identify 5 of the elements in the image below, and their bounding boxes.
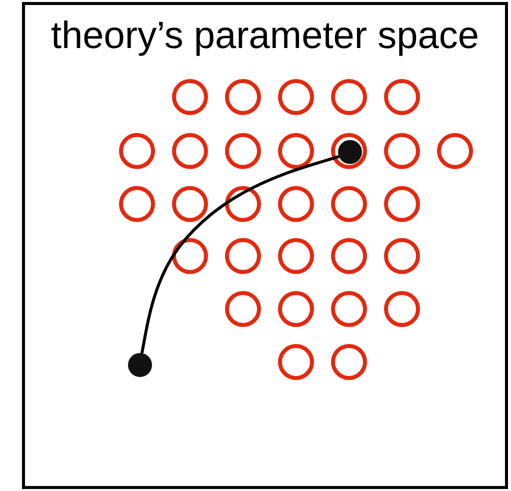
frame-box [22,2,508,489]
point-dot [338,140,362,164]
point-dot [128,353,152,377]
title: theory’s parameter space [50,15,480,58]
curved-path-line [140,155,340,354]
